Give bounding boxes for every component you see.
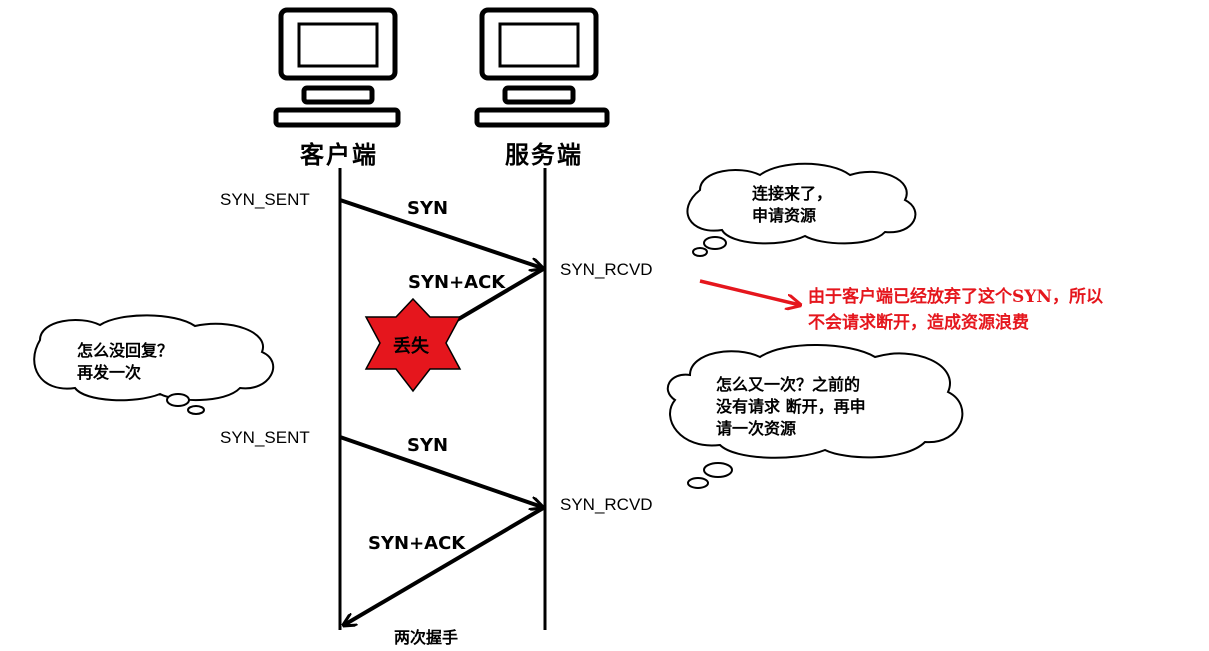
client-computer-icon xyxy=(273,7,401,128)
server-state-syn-rcvd-2: SYN_RCVD xyxy=(560,495,653,514)
msg-syn-1: SYN xyxy=(407,198,449,219)
cloud-server-mid-text: 怎么又一次？之前的 没有请求 断开，再申 请一次资源 xyxy=(716,375,866,438)
server-state-syn-rcvd-1: SYN_RCVD xyxy=(560,260,653,279)
syn-2-arrow xyxy=(339,435,542,507)
annotation-arrow xyxy=(699,279,800,305)
msg-synack-2: SYN+ACK xyxy=(368,533,466,554)
server-computer-icon xyxy=(474,7,610,128)
bottom-caption: 两次握手 xyxy=(394,628,459,647)
client-state-syn-sent-2: SYN_SENT xyxy=(220,428,310,447)
lost-burst-icon xyxy=(364,297,462,393)
client-label: 客户端 xyxy=(300,140,378,169)
msg-syn-2: SYN xyxy=(407,435,449,456)
cloud-client-mid xyxy=(33,314,275,415)
lost-label: 丢失 xyxy=(393,336,429,357)
client-state-syn-sent-1: SYN_SENT xyxy=(220,190,310,209)
server-label: 服务端 xyxy=(505,140,583,169)
annotation-text: 由于客户端已经放弃了这个SYN，所以 不会请求断开，造成资源浪费 xyxy=(808,287,1103,333)
synack-2-arrow xyxy=(344,505,547,625)
cloud-client-mid-text: 怎么没回复？ 再发一次 xyxy=(77,341,174,382)
msg-synack-1: SYN+ACK xyxy=(408,272,506,293)
cloud-server-mid xyxy=(666,344,964,489)
syn-1-arrow xyxy=(339,198,542,268)
cloud-server-top xyxy=(686,162,917,257)
cloud-server-top-text: 连接来了， 申请资源 xyxy=(752,184,833,225)
